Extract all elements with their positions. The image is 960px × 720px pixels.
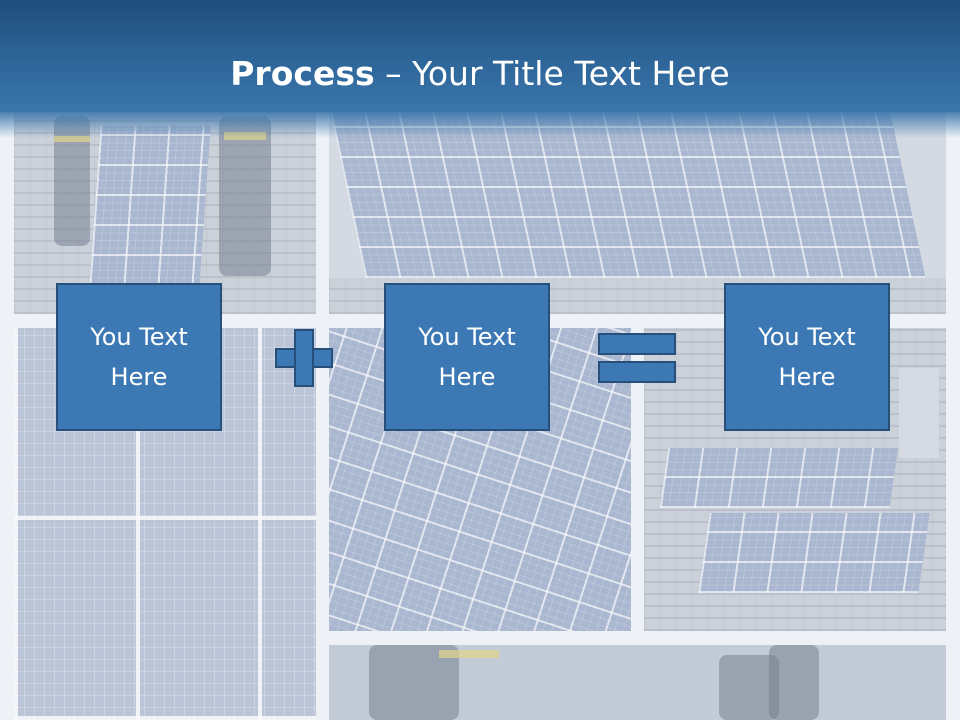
title-header-bar: Process – Your Title Text Here bbox=[0, 0, 960, 138]
equals-icon-top-bar bbox=[598, 333, 676, 355]
process-box-1-label: You Text Here bbox=[90, 323, 188, 391]
plus-icon bbox=[275, 329, 333, 387]
title-rest: – Your Title Text Here bbox=[374, 54, 730, 93]
slide-title[interactable]: Process – Your Title Text Here bbox=[0, 52, 960, 96]
title-bold: Process bbox=[230, 54, 375, 93]
process-box-3-label: You Text Here bbox=[758, 323, 856, 391]
process-box-2-label: You Text Here bbox=[418, 323, 516, 391]
equals-icon-bottom-bar bbox=[598, 361, 676, 383]
photo-workers-installing bbox=[329, 645, 946, 720]
process-box-2[interactable]: You Text Here bbox=[384, 283, 550, 431]
process-box-1[interactable]: You Text Here bbox=[56, 283, 222, 431]
process-box-3[interactable]: You Text Here bbox=[724, 283, 890, 431]
